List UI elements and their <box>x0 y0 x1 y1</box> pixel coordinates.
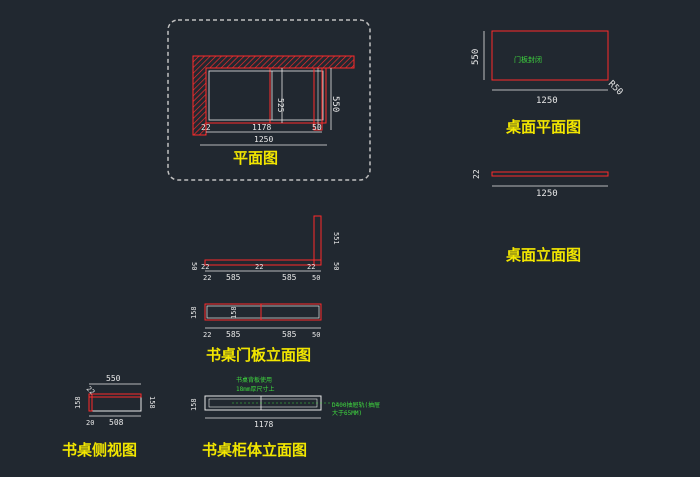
side-view-dim-158r: 158 <box>148 396 156 409</box>
top-elevation-view: 22 1250 桌面立面图 <box>472 169 609 264</box>
top-elev-dim-22: 22 <box>472 169 481 179</box>
side-view: 550 22 158 158 20 508 书桌侧视图 <box>62 374 156 459</box>
top-plan-title: 桌面平面图 <box>505 118 581 136</box>
plan-dashed-frame <box>167 19 371 181</box>
door-lower-dim-50: 50 <box>312 331 320 339</box>
side-view-dim-22: 22 <box>85 385 97 397</box>
door-upper-dim-50l: 50 <box>190 262 198 270</box>
plan-desk-outline <box>205 67 327 124</box>
top-plan-radius: R50 <box>606 79 625 98</box>
plan-dim-550: 550 <box>330 96 340 112</box>
door-lower-dim-585a: 585 <box>226 330 241 339</box>
top-plan-note: 门板封闭 <box>514 55 542 64</box>
top-plan-outline <box>491 30 609 81</box>
plan-dim-525: 525 <box>276 98 285 113</box>
side-view-top <box>88 393 142 398</box>
door-upper-dim-22a: 22 <box>201 263 209 271</box>
cabinet-note-3: D400抽屉轨(抽屉 <box>332 401 380 409</box>
side-view-back <box>88 393 93 412</box>
top-plan-view: 门板封闭 550 1250 R50 桌面平面图 <box>471 30 625 136</box>
door-upper-dim-50v: 50 <box>332 262 340 270</box>
door-upper-side <box>313 215 322 266</box>
cabinet-dim-158: 158 <box>190 398 198 411</box>
top-elev-title: 桌面立面图 <box>505 246 581 264</box>
door-lower-dim-158m: 158 <box>230 306 238 319</box>
door-upper-dim-585b: 585 <box>282 273 297 282</box>
door-upper-dim-22c: 22 <box>307 263 315 271</box>
top-elev-outline <box>491 171 609 177</box>
door-upper-dim-551: 551 <box>332 232 340 245</box>
plan-view: 22 1178 50 1250 525 550 平面图 <box>167 19 371 181</box>
cabinet-outline <box>204 395 322 411</box>
cabinet-note-2: 18mm厚尺寸上 <box>236 385 274 393</box>
door-elevation-view: 551 50 50 22 22 22 22 585 585 50 158 158… <box>190 215 340 364</box>
top-plan-dim-550: 550 <box>471 49 481 65</box>
cabinet-note-4: 大于65MM) <box>332 409 362 417</box>
plan-dim-1178: 1178 <box>252 123 271 132</box>
cabinet-note-1: 书桌背板使用 <box>236 376 272 384</box>
door-lower-dim-585b: 585 <box>282 330 297 339</box>
plan-dim-1250: 1250 <box>254 135 273 144</box>
door-lower-outline <box>204 303 322 321</box>
side-view-dim-20: 20 <box>86 419 94 427</box>
door-upper-dim-22d: 22 <box>203 274 211 282</box>
cabinet-elev-title: 书桌柜体立面图 <box>202 441 307 459</box>
door-upper-dim-22b: 22 <box>255 263 263 271</box>
top-elev-dim-1250: 1250 <box>536 189 558 199</box>
side-view-dim-550: 550 <box>106 374 121 383</box>
door-lower-dim-22: 22 <box>203 331 211 339</box>
plan-desk-inner <box>208 70 324 121</box>
door-upper-dim-50b: 50 <box>312 274 320 282</box>
door-lower-dim-158l: 158 <box>190 306 198 319</box>
side-view-dim-508: 508 <box>109 418 124 427</box>
plan-dim-22: 22 <box>201 123 211 132</box>
side-view-title: 书桌侧视图 <box>62 441 137 459</box>
side-view-dim-158l: 158 <box>74 396 82 409</box>
top-plan-dim-1250: 1250 <box>536 96 558 106</box>
door-lower-inner <box>206 305 320 319</box>
plan-title: 平面图 <box>233 149 278 167</box>
door-upper-dim-585a: 585 <box>226 273 241 282</box>
plan-dim-50: 50 <box>312 123 322 132</box>
cabinet-elevation-view: 书桌背板使用 18mm厚尺寸上 D400抽屉轨(抽屉 大于65MM) 158 1… <box>190 376 380 459</box>
cabinet-dim-1178: 1178 <box>254 420 273 429</box>
door-elev-title: 书桌门板立面图 <box>206 346 311 364</box>
